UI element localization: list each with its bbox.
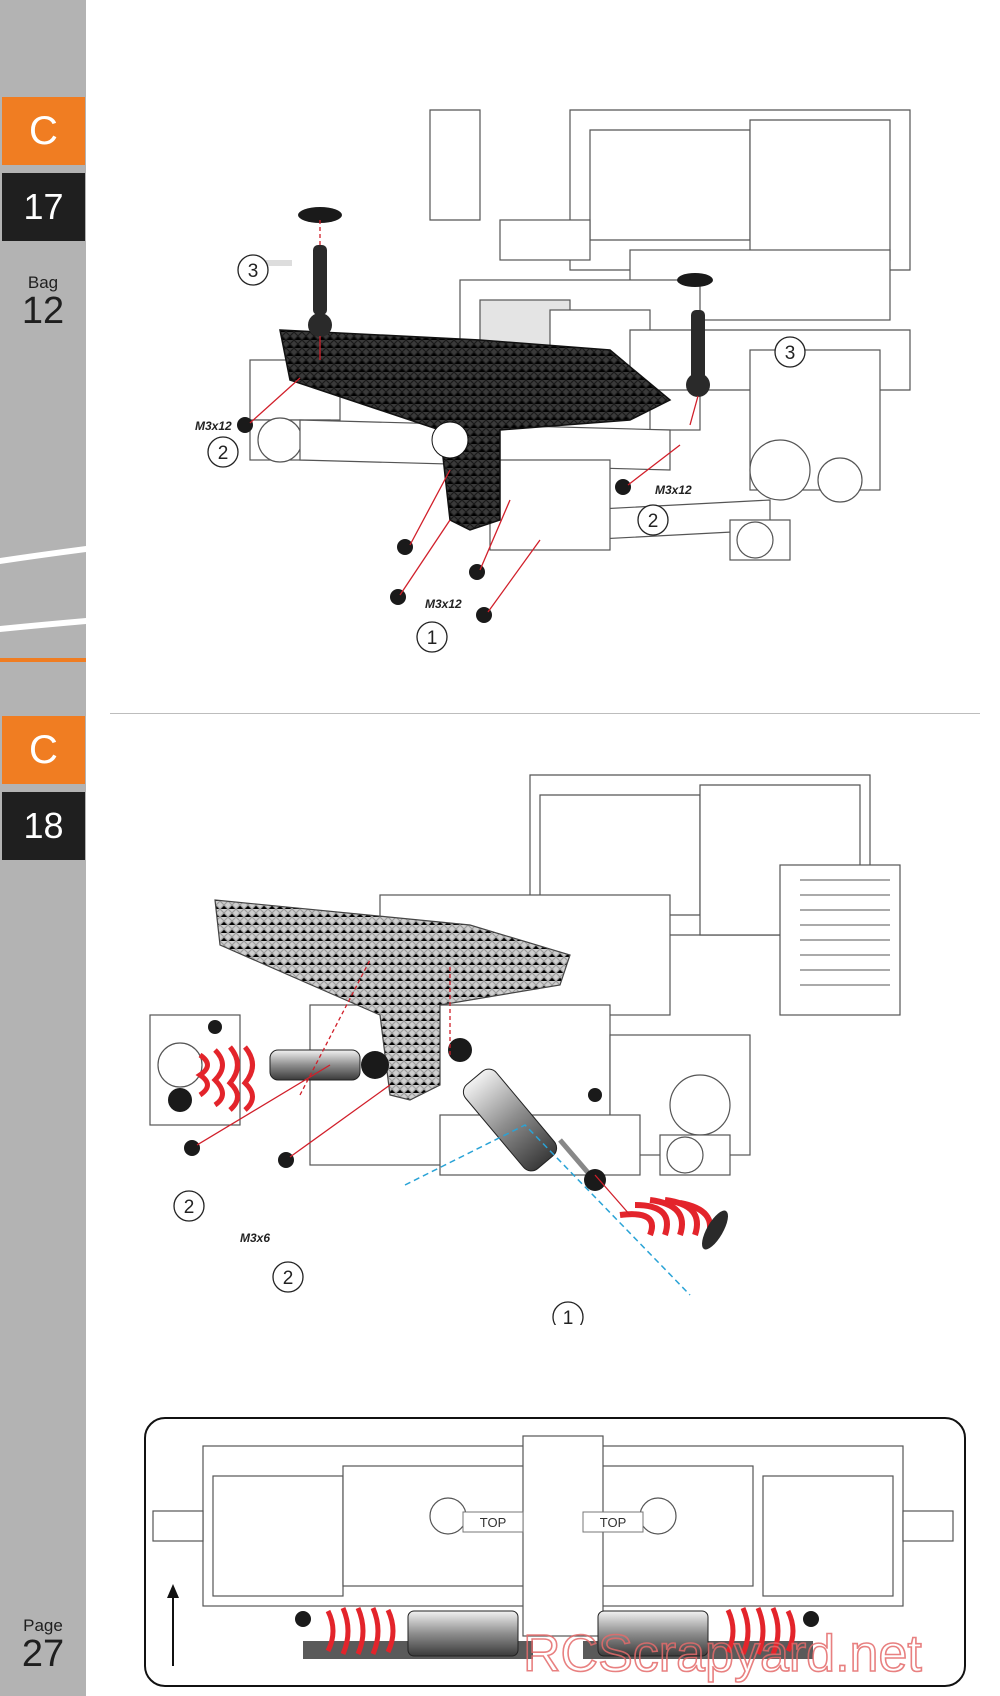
- step-18-illustration: 2 2 1 M3x6: [149, 774, 901, 1325]
- rear-view-line-art: [152, 1435, 954, 1637]
- step-17-section: C: [2, 97, 85, 165]
- callout-2: 2: [648, 511, 659, 532]
- sidebar: C 17 Bag 12 C 18 Page 27: [0, 0, 86, 1696]
- loose-spring: [619, 1197, 713, 1239]
- step-17-illustration: 3 3 2 2 1 M3x12 M3x12 M3x12: [195, 109, 911, 653]
- shock-assembly-left: [295, 1607, 533, 1659]
- bag-indicator: Bag 12: [0, 273, 86, 332]
- screws: [184, 1020, 602, 1168]
- callout-3: 3: [248, 261, 259, 282]
- screw-label: M3x12: [425, 597, 462, 611]
- forward-arrow-icon: [167, 1584, 179, 1666]
- callout-2: 2: [283, 1268, 294, 1289]
- callout-3: 3: [785, 343, 796, 364]
- screw-label: M3x6: [240, 1231, 270, 1245]
- shock-assembly-right: [583, 1607, 819, 1659]
- detail-inset: TOP TOP RCScrapyard.net: [144, 1417, 966, 1687]
- step-18-number: 18: [2, 792, 85, 860]
- shock-right: [448, 1038, 606, 1191]
- page-label: Page: [23, 1616, 63, 1635]
- step-divider: [110, 713, 980, 714]
- sidebar-swoosh: [0, 546, 86, 662]
- screws: [237, 417, 631, 623]
- shock-mount-right: [677, 273, 713, 397]
- screw-label: M3x12: [655, 483, 692, 497]
- bag-label: Bag: [27, 273, 59, 292]
- callout-2: 2: [218, 443, 229, 464]
- spring-retainer: [702, 1210, 728, 1250]
- top-stamp-text: TOP: [480, 1515, 507, 1530]
- top-stamp: [462, 1511, 524, 1533]
- step-17-number: 17: [2, 173, 85, 241]
- rear-shock-tower: [214, 899, 571, 1101]
- shock-mount-left: [260, 207, 342, 337]
- shock-left: [168, 1045, 389, 1112]
- callout-1: 1: [427, 628, 438, 649]
- rear-shock-tower: [279, 329, 672, 531]
- watermark: RCScrapyard.net: [523, 1625, 922, 1683]
- screw-label: M3x12: [195, 419, 232, 433]
- page-indicator: Page 27: [0, 1616, 86, 1675]
- step-18-section: C: [2, 716, 85, 784]
- top-stamp: [582, 1511, 644, 1533]
- alignment-lines: [196, 959, 631, 1216]
- page-number: 27: [21, 1633, 65, 1675]
- chassis-line-art: [149, 774, 901, 1176]
- bag-number: 12: [21, 290, 65, 332]
- callout-2: 2: [184, 1197, 195, 1218]
- step-17-callouts: 3 3 2 2 1: [207, 254, 806, 653]
- top-stamp-text: TOP: [600, 1515, 627, 1530]
- alignment-lines: [249, 220, 699, 613]
- callout-1: 1: [563, 1308, 574, 1325]
- assembly-guide-line: [404, 1124, 691, 1296]
- step-18-callouts: 2 2 1: [173, 1190, 584, 1325]
